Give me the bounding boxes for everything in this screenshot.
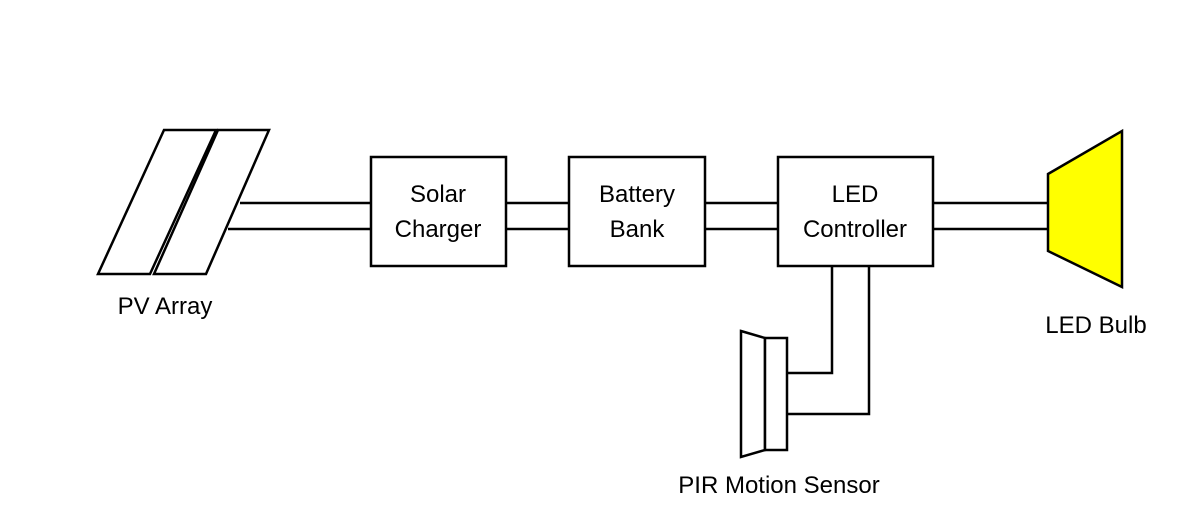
pir-sensor-body [763,336,789,452]
led-controller-label-line1: LED [832,181,879,208]
pir-motion-sensor-icon [739,329,789,459]
battery-bank-block [567,155,707,268]
led-bulb-icon [1046,128,1124,289]
solar-charger-label-line2: Charger [395,216,482,243]
pir-motion-sensor-label: PIR Motion Sensor [678,472,879,499]
led-bulb-label: LED Bulb [1045,312,1146,339]
wire-controller-to-sensor-outer [787,266,871,416]
led-controller-block [776,155,935,268]
pv-array-label: PV Array [118,293,213,320]
solar-charger-block [369,155,508,268]
led-controller-label-line2: Controller [803,216,907,243]
solar-charger-label-line1: Solar [410,181,466,208]
pv-array [96,128,271,276]
battery-bank-label-line2: Bank [610,216,666,243]
pv-panel-left [96,128,218,276]
pv-panel-right [152,128,271,276]
wire-controller-to-sensor-inner [787,266,834,375]
pir-sensor-lens [739,329,767,459]
battery-bank-label-line1: Battery [599,181,675,208]
